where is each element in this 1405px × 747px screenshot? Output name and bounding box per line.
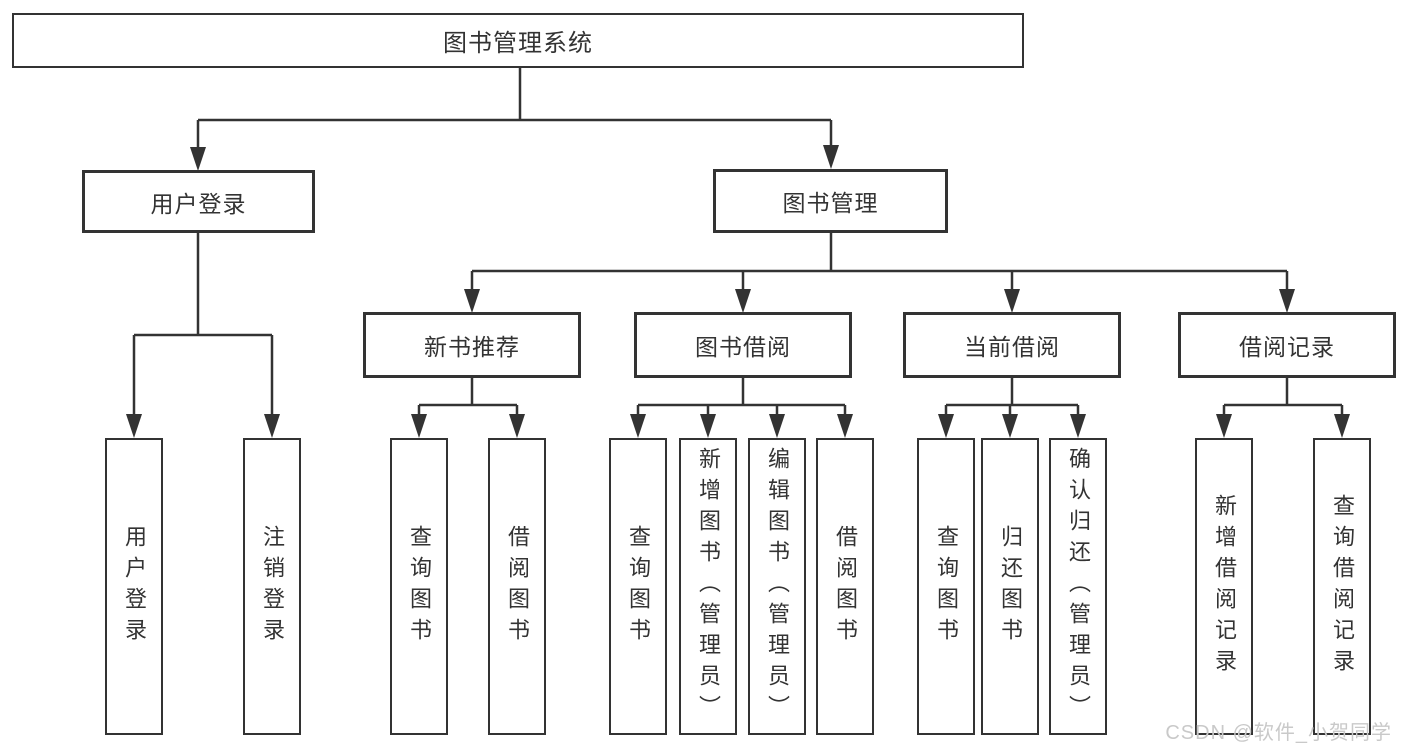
leaf-bb-edit-books-admin: 编辑图书（管理员） [748, 438, 806, 735]
leaf-cb-return-books-label: 归还图书 [998, 524, 1023, 649]
leaf-logout: 注销登录 [243, 438, 301, 735]
leaf-bb-borrow-books: 借阅图书 [816, 438, 874, 735]
section-book-borrow: 图书借阅 [634, 312, 852, 378]
section-book-borrow-label: 图书借阅 [695, 334, 791, 360]
root-node-label: 图书管理系统 [443, 30, 593, 57]
leaf-bb-query-books: 查询图书 [609, 438, 667, 735]
section-current-borrow-label: 当前借阅 [964, 334, 1060, 360]
branch-book-management-label: 图书管理 [782, 190, 879, 216]
tree-edges [132, 68, 1344, 417]
leaf-nbr-query-books: 查询图书 [390, 438, 448, 735]
branch-user-login-label: 用户登录 [150, 190, 247, 217]
leaf-nbr-borrow-books: 借阅图书 [488, 438, 546, 735]
leaf-bb-borrow-books-label: 借阅图书 [833, 524, 858, 649]
section-borrow-records-label: 借阅记录 [1239, 334, 1335, 360]
leaf-user-login: 用户登录 [105, 438, 163, 735]
leaf-nbr-borrow-books-label: 借阅图书 [505, 524, 530, 649]
leaf-bb-add-books-admin: 新增图书（管理员） [679, 438, 737, 735]
section-new-book-recommend: 新书推荐 [363, 312, 581, 378]
root-node-library-system: 图书管理系统 [12, 13, 1024, 68]
leaf-user-login-label: 用户登录 [122, 524, 147, 649]
section-new-book-recommend-label: 新书推荐 [424, 334, 520, 360]
leaf-br-add-record-label: 新增借阅记录 [1212, 493, 1237, 680]
leaf-br-query-record-label: 查询借阅记录 [1330, 493, 1355, 680]
leaf-logout-label: 注销登录 [260, 524, 285, 649]
leaf-cb-query-books-label: 查询图书 [934, 524, 959, 649]
leaf-bb-edit-books-admin-label: 编辑图书（管理员） [765, 447, 790, 726]
leaf-cb-confirm-return-admin-label: 确认归还（管理员） [1066, 447, 1091, 726]
leaf-cb-return-books: 归还图书 [981, 438, 1039, 735]
leaf-bb-query-books-label: 查询图书 [626, 524, 651, 649]
leaf-br-query-record: 查询借阅记录 [1313, 438, 1371, 735]
section-current-borrow: 当前借阅 [903, 312, 1121, 378]
leaf-nbr-query-books-label: 查询图书 [407, 524, 432, 649]
leaf-br-add-record: 新增借阅记录 [1195, 438, 1253, 735]
section-borrow-records: 借阅记录 [1178, 312, 1396, 378]
branch-book-management: 图书管理 [713, 169, 948, 233]
leaf-bb-add-books-admin-label: 新增图书（管理员） [696, 447, 721, 726]
arrowheads [126, 145, 1350, 438]
branch-user-login: 用户登录 [82, 170, 315, 233]
leaf-cb-query-books: 查询图书 [917, 438, 975, 735]
leaf-cb-confirm-return-admin: 确认归还（管理员） [1049, 438, 1107, 735]
